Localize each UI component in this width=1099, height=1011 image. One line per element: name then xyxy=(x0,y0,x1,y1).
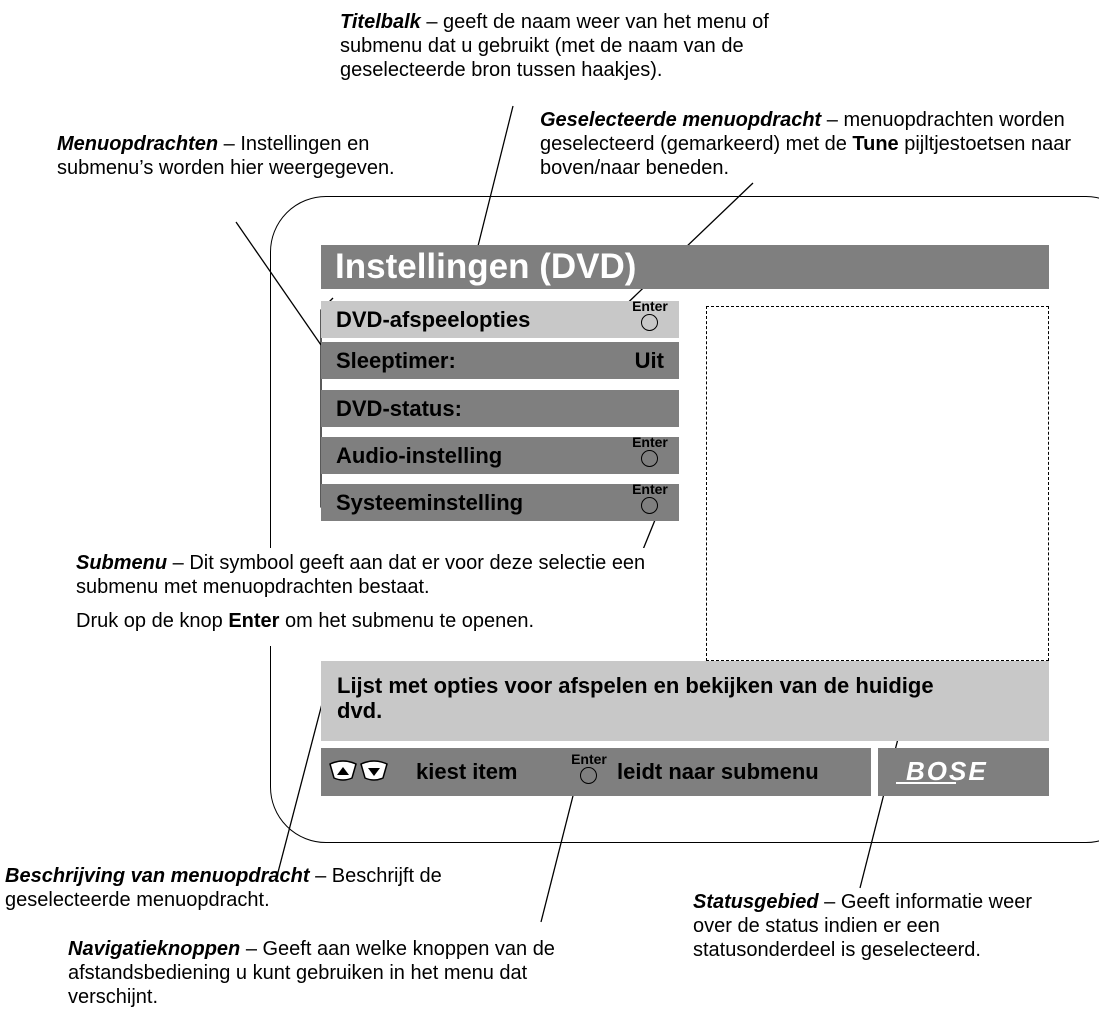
selected-item-callout: Geselecteerde menuopdracht – menuopdrach… xyxy=(540,108,1096,180)
status-callout: Statusgebied – Geeft informatie weer ove… xyxy=(693,890,1043,962)
navigation-callout: Navigatieknoppen – Geeft aan welke knopp… xyxy=(68,937,568,1009)
callout-text-after: pijltjestoetsen naar boven/naar beneden. xyxy=(540,133,1071,179)
callout-text: – menuopdrachten worden geselecteerd (ge… xyxy=(540,109,1065,155)
menu-item-label: Audio-instelling xyxy=(336,443,503,468)
callout-text: Druk op de knop xyxy=(76,610,229,632)
submenu-callout-background xyxy=(76,548,666,646)
menu-item-label: Sleeptimer: xyxy=(336,348,456,373)
callout-term: Beschrijving van menuopdracht xyxy=(5,865,310,887)
menu-item-label: Systeeminstelling xyxy=(336,490,524,515)
title-bar-callout: Titelbalk – geeft de naam weer van het m… xyxy=(340,10,770,82)
menu-items-callout: Menuopdrachten – Instellingen en submenu… xyxy=(57,132,417,180)
enter-icon-ring xyxy=(580,767,597,784)
navigation-leader xyxy=(540,779,578,923)
nav-submenu-label: leidt naar submenu xyxy=(617,759,819,784)
callout-text: – geeft de naam weer van het menu of sub… xyxy=(340,11,769,81)
callout-term: Navigatieknoppen xyxy=(68,938,241,960)
enter-icon: Enter xyxy=(566,752,612,792)
submenu-callout-line2: Druk op de knop Enter om het submenu te … xyxy=(76,609,666,633)
menu-item-dvd-playback[interactable]: DVD-afspeelopties Enter xyxy=(321,299,679,339)
description-callout: Beschrijving van menuopdracht – Beschrij… xyxy=(5,864,525,912)
enter-icon-text: Enter xyxy=(632,298,668,314)
callout-text-after: om het submenu te openen. xyxy=(279,610,535,632)
menu-item-dvd-status[interactable]: DVD-status: xyxy=(321,390,679,427)
title-bar: Instellingen (DVD) xyxy=(321,245,1049,289)
description-leader xyxy=(275,699,324,881)
menu-title: Instellingen (DVD) xyxy=(335,247,637,286)
nav-select-label: kiest item xyxy=(416,759,518,784)
menu-item-label: DVD-status: xyxy=(336,396,462,421)
navigation-bar: kiest item Enter leidt naar submenu xyxy=(321,748,871,796)
arrow-up-icon xyxy=(329,760,357,781)
bose-logo-underline xyxy=(896,782,956,784)
bose-logo: BOSE xyxy=(896,756,988,786)
enter-icon-ring xyxy=(641,450,658,467)
arrow-down-icon xyxy=(360,760,388,781)
callout-term: Geselecteerde menuopdracht xyxy=(540,109,822,131)
menu-item-sleep-timer[interactable]: Sleeptimer: Uit xyxy=(321,342,679,379)
title-bar-leader xyxy=(474,105,514,259)
enter-icon: Enter xyxy=(627,482,673,522)
enter-icon-text: Enter xyxy=(571,751,607,767)
enter-icon: Enter xyxy=(627,435,673,475)
bose-logo-text: BOSE xyxy=(906,756,988,786)
callout-text: – Instellingen en submenu’s worden hier … xyxy=(57,133,395,179)
callout-term: Submenu xyxy=(76,552,168,574)
enter-icon: Enter xyxy=(627,299,673,339)
enter-icon-text: Enter xyxy=(632,481,668,497)
description-bar: Lijst met opties voor afspelen en bekijk… xyxy=(321,661,1049,741)
callout-text: – Geeft aan welke knoppen van de afstand… xyxy=(68,938,555,1008)
callout-text: – Beschrijft de geselecteerde menuopdrac… xyxy=(5,865,442,911)
callout-bold: Tune xyxy=(852,133,899,155)
enter-icon-ring xyxy=(641,497,658,514)
callout-text: – Geeft informatie weer over de status i… xyxy=(693,891,1033,961)
menu-item-system-settings[interactable]: Systeeminstelling Enter xyxy=(321,482,679,522)
callout-term: Titelbalk xyxy=(340,11,421,33)
callout-term: Menuopdrachten xyxy=(57,133,219,155)
menu-item-audio-settings[interactable]: Audio-instelling Enter xyxy=(321,435,679,475)
callout-text: – Dit symbool geeft aan dat er voor deze… xyxy=(76,552,646,598)
callout-bold: Enter xyxy=(228,610,280,632)
enter-icon-ring xyxy=(641,314,658,331)
enter-icon-text: Enter xyxy=(632,434,668,450)
menu-item-label: DVD-afspeelopties xyxy=(336,307,531,332)
menu-item-value: Uit xyxy=(634,348,664,373)
submenu-callout-line1: Submenu – Dit symbool geeft aan dat er v… xyxy=(76,551,666,599)
brand-bar: BOSE xyxy=(878,748,1049,796)
callout-term: Statusgebied xyxy=(693,891,819,913)
submenu-leader xyxy=(641,519,656,553)
description-text: Lijst met opties voor afspelen en bekijk… xyxy=(337,673,934,723)
status-area xyxy=(706,306,1049,661)
menu-items-leader xyxy=(235,221,322,346)
submenu-callout: Submenu – Dit symbool geeft aan dat er v… xyxy=(76,551,666,633)
